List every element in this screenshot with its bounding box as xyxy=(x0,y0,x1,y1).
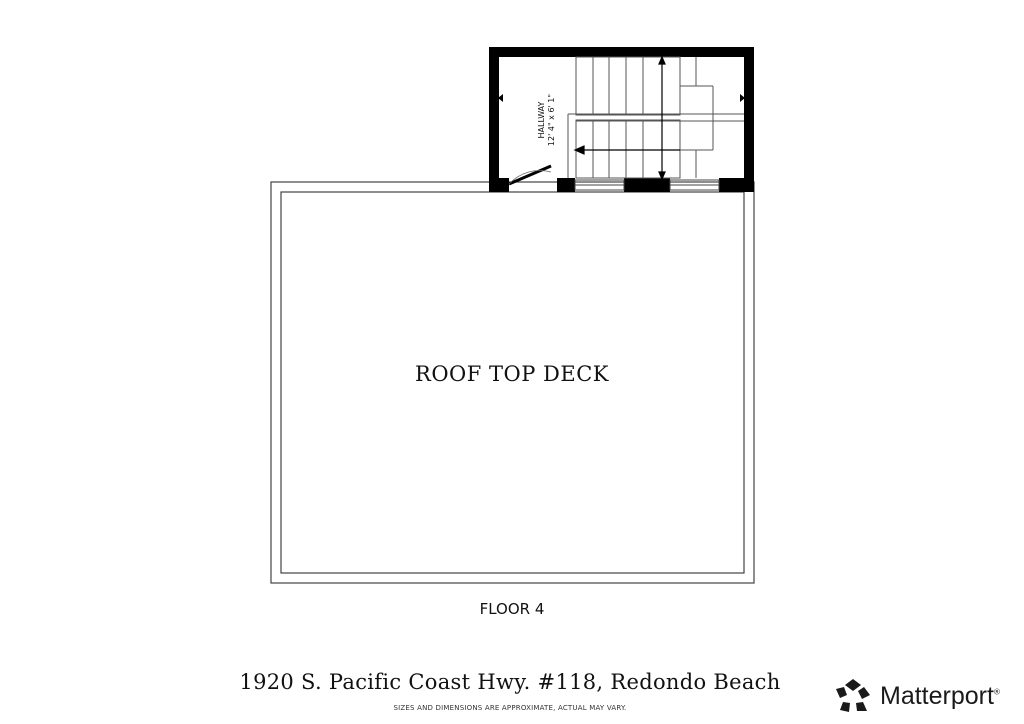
stair-treads xyxy=(592,57,697,178)
hallway-name: HALLWAY xyxy=(537,101,546,139)
brand-text: Matterport xyxy=(880,681,994,710)
staircase xyxy=(567,56,744,179)
hallway-size: 12' 4" x 6' 1" xyxy=(547,93,556,147)
floor-label: FLOOR 4 xyxy=(479,600,545,618)
hallway-label: HALLWAY 12' 4" x 6' 1" xyxy=(537,65,557,175)
hallway-walls xyxy=(489,47,754,192)
address: 1920 S. Pacific Coast Hwy. #118, Redondo… xyxy=(239,670,781,694)
room-label-roof-deck: ROOF TOP DECK xyxy=(415,362,609,386)
brand-name: Matterport® xyxy=(880,682,1000,711)
hallway-windows xyxy=(574,179,720,191)
matterport-logo-icon xyxy=(836,679,870,712)
stair-arrows xyxy=(573,55,680,181)
door xyxy=(508,164,552,186)
brand-registered-mark: ® xyxy=(993,687,1000,697)
dimension-markers xyxy=(498,94,745,102)
disclaimer: SIZES AND DIMENSIONS ARE APPROXIMATE, AC… xyxy=(393,704,627,712)
brand-logo: Matterport® xyxy=(834,676,1019,716)
